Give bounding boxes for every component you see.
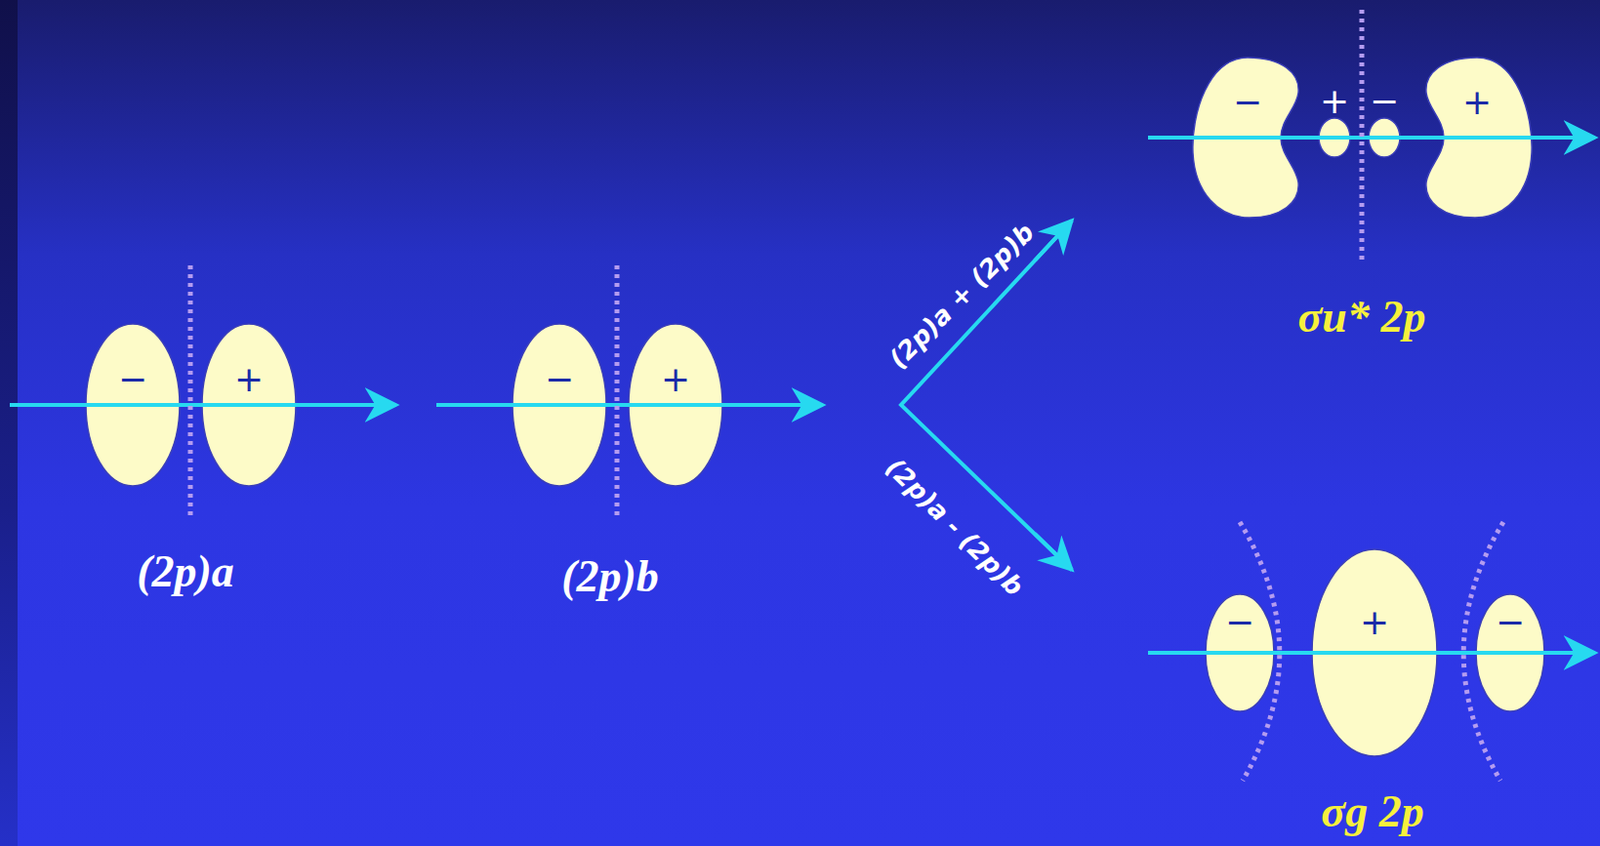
lobe-shape (511, 323, 608, 488)
phase-sign: − (84, 360, 181, 400)
lobe-shape (201, 323, 297, 488)
orbital-caption: (2p)b (561, 550, 659, 603)
nodal-plane (1359, 9, 1365, 261)
orbital-lobe: − (1475, 593, 1546, 713)
lobe-shape (1317, 117, 1352, 159)
axis-line (626, 403, 725, 408)
orbital-lobe: − (511, 323, 608, 488)
orbital-lobe: + (1418, 55, 1536, 220)
orbital-name: σu* 2p (1298, 290, 1427, 343)
axis-line (436, 403, 823, 408)
lobe-shape (627, 323, 724, 488)
orbital-lobe: − (1367, 117, 1401, 159)
combination-label: (2p)a + (2p)b (883, 217, 1041, 375)
orbital-name: σg 2p (1320, 785, 1424, 838)
phase-sign: + (1317, 82, 1352, 122)
lobe-shape (84, 323, 181, 488)
combination-label: (2p)a - (2p)b (880, 452, 1030, 603)
orbital-lobe: + (1317, 117, 1352, 159)
nodal-plane (188, 265, 194, 516)
phase-sign: + (1311, 603, 1438, 643)
lobe-shape (1311, 548, 1438, 758)
axis-line (1316, 135, 1353, 140)
phase-sign: − (1189, 82, 1307, 123)
axis-line (1188, 135, 1308, 140)
orbital-lobe: − (1204, 593, 1275, 713)
phase-sign: − (1475, 603, 1546, 643)
lobe-shape (1367, 117, 1401, 159)
orbital-lobe: + (1311, 548, 1438, 758)
phase-sign: − (511, 360, 608, 400)
phase-sign: − (1367, 82, 1401, 122)
branch-arrow (1034, 220, 1072, 261)
axis-line (1474, 651, 1547, 656)
axis-line (1417, 135, 1537, 140)
phase-sign: + (1418, 82, 1536, 123)
orbital-lobe: − (84, 323, 181, 488)
axis-line (9, 403, 397, 408)
branch-arrow (1034, 533, 1072, 571)
orbital-lobe: + (627, 323, 724, 488)
phase-sign: + (201, 360, 297, 400)
axis-line (1148, 651, 1596, 656)
axis-line (200, 403, 298, 408)
axis-line (83, 403, 182, 408)
nodal-plane (615, 265, 620, 516)
axis-line (1148, 135, 1596, 140)
phase-sign: − (1204, 603, 1275, 643)
side-strip (0, 0, 18, 846)
lobe-shape (1189, 55, 1307, 220)
axis-line (1310, 651, 1439, 656)
axis-line (510, 403, 609, 408)
orbital-lobe: + (201, 323, 297, 488)
axis-line (1203, 651, 1276, 656)
lobe-shape (1418, 55, 1536, 220)
axis-line (1366, 135, 1402, 140)
orbital-lobe: − (1189, 55, 1307, 220)
orbital-caption: (2p)a (136, 545, 235, 598)
phase-sign: + (627, 360, 724, 400)
